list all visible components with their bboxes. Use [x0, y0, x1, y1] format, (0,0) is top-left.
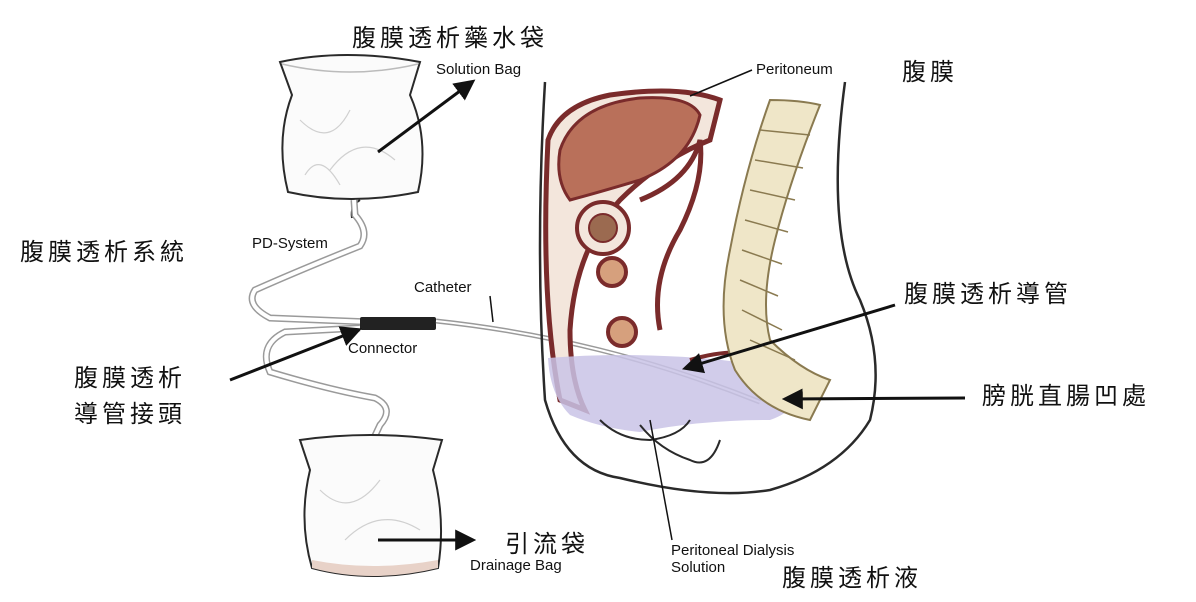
dialysis-solution-label-en-line2: Solution	[671, 559, 726, 576]
spine-icon	[722, 98, 832, 422]
pd-system-label-zh: 腹膜透析系統	[20, 238, 188, 266]
connector-label-zh-line1: 腹膜透析	[74, 364, 186, 392]
solution-bag-label-en: Solution Bag	[436, 61, 522, 78]
pd-tubing-upper	[248, 199, 371, 326]
annotation-arrows	[229, 79, 966, 551]
dialysis-solution-label-en-line1: Peritoneal Dialysis	[671, 542, 795, 559]
catheter-label-zh: 腹膜透析導管	[904, 280, 1072, 308]
connector-icon	[360, 317, 436, 330]
peritoneum-label-en: Peritoneum	[756, 61, 833, 78]
leader-lines	[489, 69, 753, 541]
pd-system-label-en: PD-System	[252, 235, 328, 252]
catheter-label-en: Catheter	[414, 279, 472, 296]
pouch-label-zh: 膀胱直腸凹處	[982, 382, 1150, 410]
dialysis-solution-label-zh: 腹膜透析液	[782, 564, 922, 592]
solution-bag-label-zh: 腹膜透析藥水袋	[352, 24, 548, 52]
solution-bag-icon	[278, 54, 424, 219]
connector-label-zh-line2: 導管接頭	[74, 400, 186, 428]
connector-label-en: Connector	[348, 340, 418, 357]
abdomen-cross-section	[538, 81, 877, 495]
drainage-bag-label-zh: 引流袋	[505, 530, 589, 558]
drainage-bag-icon	[298, 434, 444, 577]
peritoneum-label-zh: 腹膜	[902, 58, 958, 86]
pd-tubing-lower	[262, 324, 390, 444]
drainage-bag-label-en: Drainage Bag	[470, 557, 562, 574]
